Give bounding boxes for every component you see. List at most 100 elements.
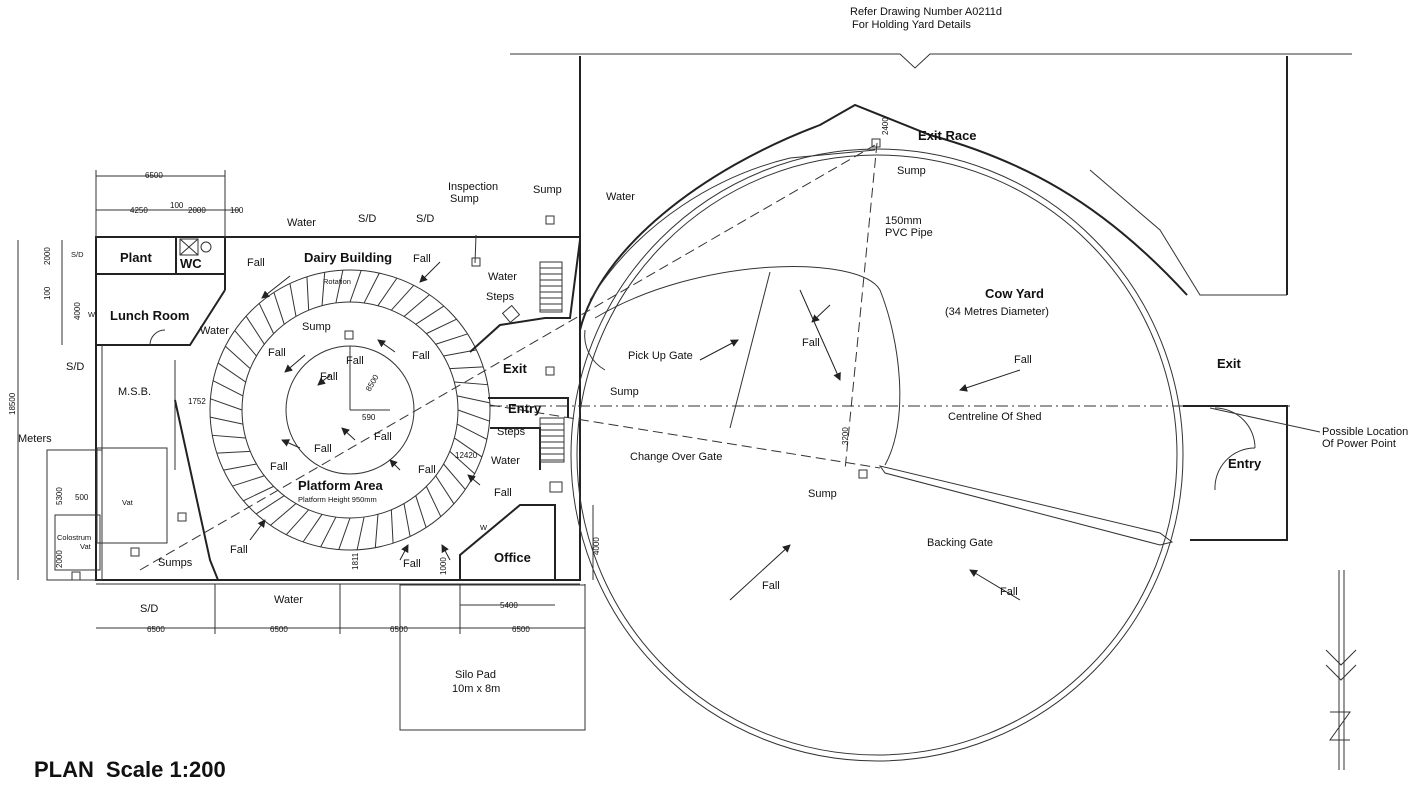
dim-inner: 590 — [362, 413, 376, 422]
label-sump: Sump — [897, 165, 926, 177]
label-fall: Fall — [346, 355, 364, 367]
label-sump: Sump — [808, 488, 837, 500]
pickup-gate-arc — [594, 266, 901, 466]
dim-top-d: 100 — [230, 206, 244, 215]
stall-spoke — [285, 509, 310, 535]
stall-spoke — [415, 495, 427, 528]
stall-spoke — [377, 277, 398, 306]
label-w: W — [480, 523, 488, 532]
stall-spoke — [426, 318, 457, 335]
sump-marker — [71, 571, 81, 581]
label-change-over-gate: Change Over Gate — [630, 451, 722, 463]
dim-top-c: 2000 — [188, 206, 206, 215]
vat-room-diagonal — [174, 399, 219, 581]
stall-spoke — [212, 380, 244, 397]
stall-spoke — [454, 437, 483, 458]
label-yard-diameter: (34 Metres Diameter) — [945, 306, 1049, 318]
dim-vat-w: 500 — [75, 493, 89, 502]
label-fall: Fall — [1014, 354, 1032, 366]
label-water: Water — [488, 271, 517, 283]
inspection-sump-line — [474, 234, 477, 264]
fall-arrow — [969, 569, 1021, 601]
colostrum-vat-tank — [54, 514, 101, 571]
stall-spoke — [415, 305, 445, 325]
label-fall: Fall — [412, 350, 430, 362]
dim-lunch-w: 1752 — [188, 397, 206, 406]
label-fall: Fall — [762, 580, 780, 592]
label-exit-right: Exit — [1217, 356, 1242, 371]
dim-bottom-3: 6500 — [390, 625, 408, 634]
stall-spoke — [435, 475, 455, 505]
fall-arrow — [389, 459, 401, 471]
label-water: Water — [491, 455, 520, 467]
label-meters: Meters — [18, 433, 52, 445]
room-dairy-building: Dairy Building — [304, 250, 392, 265]
label-fall: Fall — [314, 443, 332, 455]
dim-left-b: 100 — [43, 286, 52, 300]
label-sump: Sump — [302, 321, 331, 333]
fall-arrow — [799, 289, 841, 381]
stall-spoke — [443, 463, 466, 490]
stall-spoke — [454, 381, 488, 386]
fall-arrow — [399, 544, 409, 561]
stall-spoke — [289, 283, 297, 317]
diagonal-dashed-2 — [489, 404, 881, 469]
fall-arrow — [341, 427, 356, 441]
stall-spoke — [234, 330, 257, 357]
steps-small — [501, 304, 521, 324]
label-power-point-1: Possible Location — [1322, 426, 1408, 438]
label-colostrum-vat: Vat — [80, 542, 92, 551]
label-steps: Steps — [486, 291, 515, 303]
dim-bottom-4: 6500 — [512, 625, 530, 634]
fall-arrow — [467, 474, 481, 486]
label-water: Water — [287, 217, 316, 229]
stall-spoke — [245, 315, 265, 345]
label-pipe-1: 150mm — [885, 215, 922, 227]
label-entry-lane: Entry — [508, 401, 542, 416]
label-silo-pad: Silo Pad — [455, 669, 496, 681]
label-fall: Fall — [270, 461, 288, 473]
entry-gate-swing-1 — [1214, 407, 1256, 449]
stall-spoke — [349, 270, 362, 303]
stall-spoke — [210, 398, 243, 411]
label-inspection: Inspection — [448, 181, 498, 193]
label-pipe-2: PVC Pipe — [885, 227, 933, 239]
fall-arrow — [377, 339, 396, 353]
label-msb: M.S.B. — [118, 386, 151, 398]
stall-spoke — [320, 516, 337, 548]
room-office: Office — [494, 550, 531, 565]
stall-spoke — [449, 366, 484, 370]
stall-spoke — [258, 303, 275, 334]
dim-radius: 8500 — [364, 373, 381, 393]
wc-basin — [200, 241, 212, 253]
label-fall: Fall — [374, 431, 392, 443]
stall-spoke — [449, 450, 475, 475]
label-fall: Fall — [802, 337, 820, 349]
stall-spoke — [243, 485, 274, 502]
stall-spoke — [435, 333, 468, 345]
stall-spoke — [338, 517, 351, 550]
label-sd: S/D — [71, 250, 84, 259]
lunch-room-wall — [96, 289, 226, 346]
stall-spoke — [363, 272, 380, 304]
office-wall — [459, 504, 556, 580]
label-exit-race: Exit Race — [918, 128, 977, 143]
label-w: W — [88, 310, 96, 319]
label-steps: Steps — [497, 426, 526, 438]
wc-fixture-cross-b — [179, 238, 199, 256]
label-fall: Fall — [494, 487, 512, 499]
dim-gate-off: 3200 — [841, 427, 850, 445]
room-wc: WC — [180, 256, 202, 271]
label-sd: S/D — [358, 213, 376, 225]
exit-race-outer — [579, 103, 1188, 331]
dairy-building-outline — [95, 236, 581, 581]
label-fall: Fall — [268, 347, 286, 359]
label-entry-right: Entry — [1228, 456, 1262, 471]
entry-lane — [488, 397, 569, 418]
step-treads — [540, 267, 564, 461]
label-cow-yard: Cow Yard — [985, 286, 1044, 301]
lunch-door-swing — [149, 329, 166, 346]
reference-note-line2: For Holding Yard Details — [852, 19, 971, 31]
stall-spoke — [390, 509, 394, 544]
